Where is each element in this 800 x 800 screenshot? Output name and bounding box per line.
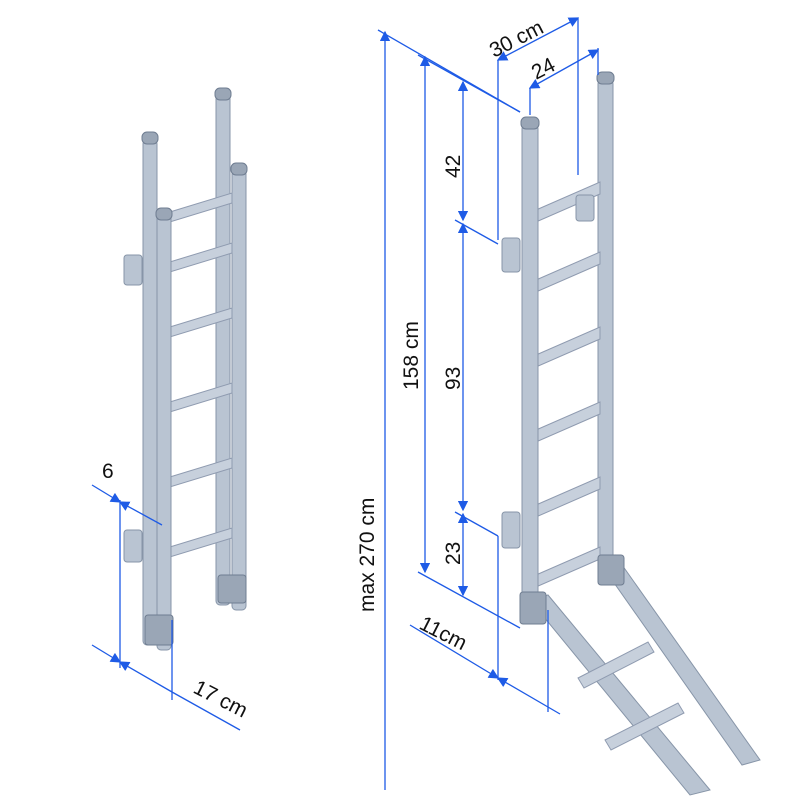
width-outer-label: 30 cm	[486, 16, 547, 62]
hook-spacing-label: 93	[442, 367, 465, 390]
ladder-rung	[535, 326, 601, 368]
extended-ladder	[501, 71, 761, 796]
folded-ladder	[123, 87, 248, 651]
bottom-depth-label: 11cm	[416, 612, 471, 655]
ladder-rung	[535, 476, 601, 518]
ladder-rung	[535, 401, 601, 443]
rail-offset-label: 6	[102, 460, 114, 483]
folded-depth-label: 17 cm	[190, 676, 251, 722]
height-max-label: max 270 cm	[356, 498, 379, 612]
dimension-lines	[91, 17, 600, 790]
bottom-gap-label: 23	[442, 542, 465, 565]
ladder-rung	[535, 546, 601, 588]
height-main-label: 158 cm	[400, 321, 423, 390]
top-gap-label: 42	[442, 155, 465, 178]
width-inner-label: 24	[528, 53, 560, 84]
ladder-rung	[535, 251, 601, 293]
